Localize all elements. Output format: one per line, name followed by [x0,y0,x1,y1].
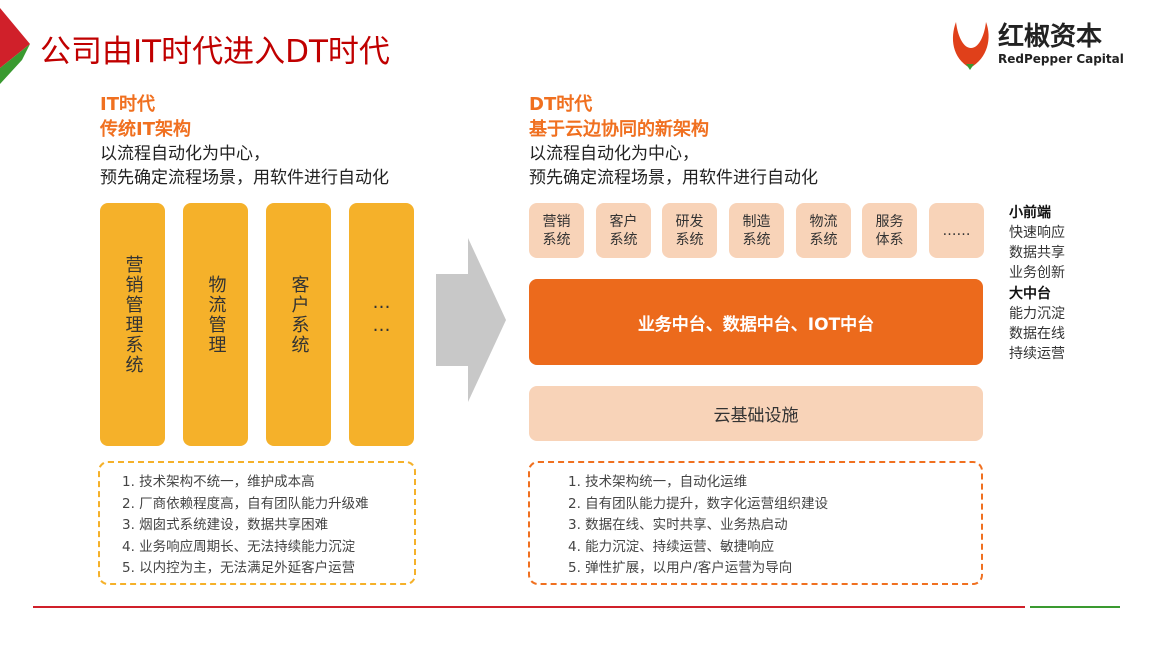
column-label: 物流管理 [205,274,227,355]
issue-item: 3. 烟囱式系统建设，数据共享困难 [122,517,329,533]
pepper-logo-icon [952,22,989,70]
issue-item: 1. 技术架构不统一，维护成本高 [122,474,315,490]
logo-en: RedPepper Capital [998,52,1124,66]
arrow-right-icon [436,238,506,402]
issue-item: 2. 厂商依赖程度高，自有团队能力升级难 [122,495,369,512]
it-column: 物流管理 [183,203,248,446]
cloud-infra-band: 云基础设施 [529,386,983,441]
logo: 红椒资本 RedPepper Capital [948,18,1124,70]
left-era: IT时代 [100,94,155,115]
column-label: 营销管理系统 [122,254,144,375]
right-era: DT时代 [529,94,593,115]
front-system: …… [929,203,984,258]
front-system: 制造系统 [729,203,784,258]
corner-decoration [0,8,30,84]
note: 数据在线 [1009,326,1065,342]
note: 持续运营 [1009,346,1065,362]
logo-cn: 红椒资本 [998,22,1103,52]
note: 快速响应 [1009,225,1065,241]
issue-item: 4. 业务响应周期长、无法持续能力沉淀 [122,538,356,555]
front-system: 物流系统 [796,203,851,258]
right-heading: 基于云边协同的新架构 [529,119,709,140]
right-desc-1: 以流程自动化为中心， [529,144,699,164]
benefit-item: 3. 数据在线、实时共享、业务热启动 [568,517,788,533]
front-system: 客户系统 [596,203,651,258]
benefit-item: 4. 能力沉淀、持续运营、敏捷响应 [568,538,775,555]
front-system: 营销系统 [529,203,584,258]
benefit-item: 2. 自有团队能力提升，数字化运营组织建设 [568,495,829,512]
column-label: …… [371,291,392,338]
middle-platform-band: 业务中台、数据中台、IOT中台 [529,279,983,365]
note: 能力沉淀 [1009,306,1065,322]
front-system: 服务体系 [862,203,917,258]
front-title: 小前端 [1009,205,1051,221]
mid-title: 大中台 [1009,286,1051,302]
footer-line-red [33,606,1025,608]
benefit-item: 5. 弹性扩展，以用户/客户运营为导向 [568,560,793,576]
it-column: …… [349,203,414,446]
front-notes: 小前端 快速响应 数据共享 业务创新 [1009,203,1065,283]
footer-line-green [1030,606,1120,608]
issue-item: 5. 以内控为主，无法满足外延客户运营 [122,560,356,576]
it-column: 客户系统 [266,203,331,446]
right-desc-2: 预先确定流程场景，用软件进行自动化 [529,168,818,188]
right-benefits-box: 1. 技术架构统一，自动化运维 2. 自有团队能力提升，数字化运营组织建设 3.… [528,461,983,585]
mid-notes: 大中台 能力沉淀 数据在线 持续运营 [1009,284,1065,364]
left-desc-1: 以流程自动化为中心， [100,144,270,164]
left-heading: 传统IT架构 [100,119,191,140]
left-issues-box: 1. 技术架构不统一，维护成本高 2. 厂商依赖程度高，自有团队能力升级难 3.… [98,461,416,585]
left-desc-2: 预先确定流程场景，用软件进行自动化 [100,168,389,188]
column-label: 客户系统 [288,274,310,355]
benefit-item: 1. 技术架构统一，自动化运维 [568,474,748,490]
front-system: 研发系统 [662,203,717,258]
page-title: 公司由IT时代进入DT时代 [40,34,390,70]
note: 业务创新 [1009,265,1065,281]
it-column: 营销管理系统 [100,203,165,446]
note: 数据共享 [1009,245,1065,261]
